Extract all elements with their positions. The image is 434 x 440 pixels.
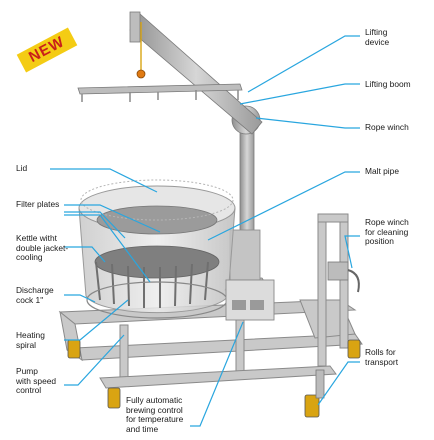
label-kettle: Kettle witht double jacket- cooling bbox=[16, 233, 69, 263]
label-lid: Lid bbox=[16, 163, 28, 173]
label-filter-plates: Filter plates bbox=[16, 199, 60, 209]
label-lifting-boom: Lifting boom bbox=[365, 79, 411, 89]
base-frame bbox=[58, 213, 363, 389]
label-rolls-transport: Rolls for transport bbox=[365, 347, 399, 367]
label-heating-spiral: Heating spiral bbox=[16, 330, 45, 350]
label-discharge-cock: Discharge cock 1" bbox=[16, 285, 54, 305]
label-malt-pipe: Malt pipe bbox=[365, 166, 399, 176]
label-brewing-control: Fully automatic brewing control for temp… bbox=[126, 395, 184, 434]
label-rope-winch: Rope winch bbox=[365, 122, 409, 132]
label-lifting-device: Lifting device bbox=[365, 27, 390, 47]
label-pump: Pump with speed control bbox=[16, 366, 57, 396]
label-rope-winch-cleaning: Rope winch for cleaning position bbox=[365, 217, 409, 247]
transport-wheels bbox=[67, 339, 361, 418]
rope-winch-cleaning bbox=[327, 261, 360, 293]
control-box bbox=[225, 279, 275, 321]
kettle bbox=[78, 179, 236, 319]
callout-lines bbox=[50, 35, 360, 427]
